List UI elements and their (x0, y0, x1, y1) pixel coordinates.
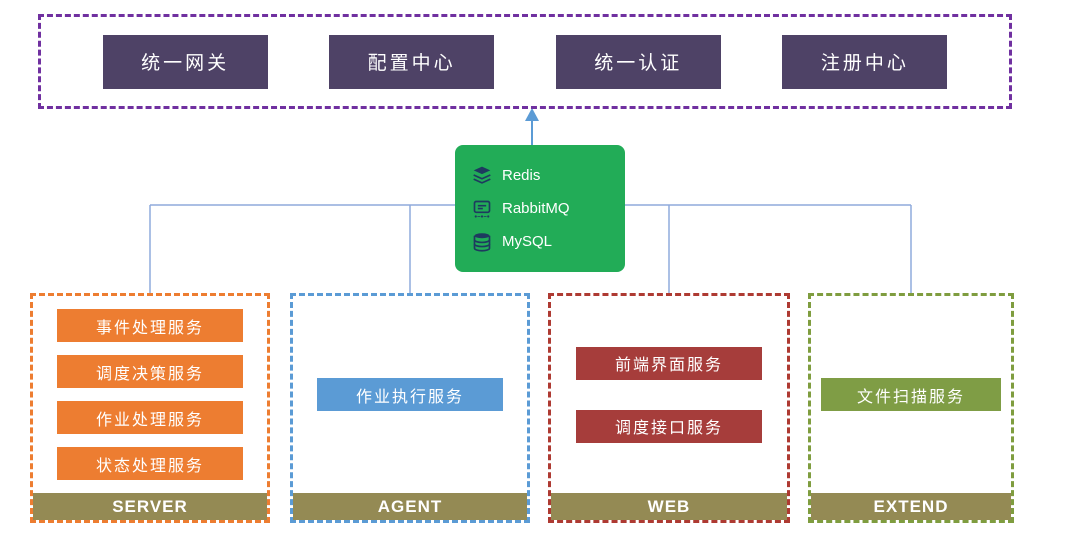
middleware-label: RabbitMQ (502, 200, 570, 217)
service-box: 前端界面服务 (576, 346, 762, 380)
mysql-icon (471, 231, 493, 253)
group-label-extend: EXTEND (811, 493, 1011, 520)
top-service-box: 统一认证 (555, 34, 721, 89)
service-box: 作业处理服务 (57, 401, 243, 434)
extend-services: 文件扫描服务 (811, 296, 1011, 493)
group-label-agent: AGENT (293, 493, 527, 520)
agent-services: 作业执行服务 (293, 296, 527, 493)
group-label-server: SERVER (33, 493, 267, 520)
top-service-box: 注册中心 (782, 34, 948, 89)
service-box: 事件处理服务 (57, 309, 243, 342)
service-box: 状态处理服务 (57, 447, 243, 480)
group-label-web: WEB (551, 493, 787, 520)
middleware-item: RabbitMQ (471, 198, 617, 220)
top-service-box: 配置中心 (329, 34, 495, 89)
middleware-label: MySQL (502, 233, 553, 251)
platform-services-panel: 统一网关 配置中心 统一认证 注册中心 (38, 14, 1012, 109)
redis-icon (471, 164, 493, 186)
web-services: 前端界面服务 调度接口服务 (551, 296, 787, 493)
middleware-box: Redis RabbitMQ (455, 145, 625, 272)
top-service-box: 统一网关 (102, 34, 268, 89)
service-box: 文件扫描服务 (821, 378, 1001, 411)
group-extend: 文件扫描服务 EXTEND (808, 293, 1014, 523)
rabbitmq-icon (471, 198, 493, 220)
server-services: 事件处理服务 调度决策服务 作业处理服务 状态处理服务 (33, 296, 267, 493)
up-arrow (525, 108, 539, 146)
middleware-item: MySQL (471, 231, 617, 253)
middleware-item: Redis (471, 164, 617, 186)
service-box: 调度接口服务 (576, 409, 762, 443)
group-server: 事件处理服务 调度决策服务 作业处理服务 状态处理服务 SERVER (30, 293, 270, 523)
service-box: 调度决策服务 (57, 355, 243, 388)
group-agent: 作业执行服务 AGENT (290, 293, 530, 523)
service-box: 作业执行服务 (317, 378, 503, 411)
group-web: 前端界面服务 调度接口服务 WEB (548, 293, 790, 523)
middleware-label: Redis (502, 166, 541, 184)
